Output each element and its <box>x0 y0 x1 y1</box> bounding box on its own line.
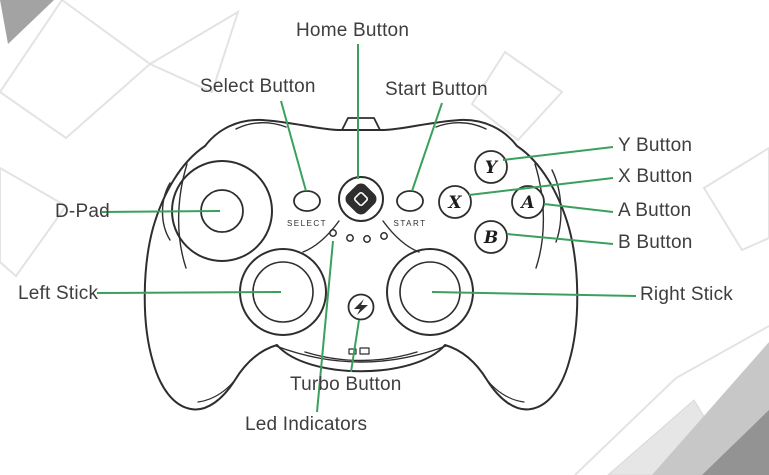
watermark-shard <box>574 325 769 475</box>
watermark-shard <box>470 50 564 142</box>
watermark-shard <box>702 146 769 252</box>
home-logo-diamond-icon <box>353 191 369 207</box>
y-button <box>474 150 508 184</box>
y-button-glyph: Y <box>485 158 499 178</box>
a-button-glyph: A <box>519 193 534 213</box>
label-dpad: D-Pad <box>55 201 110 222</box>
leader-lines <box>96 44 637 413</box>
leader-start <box>411 102 443 192</box>
bottom-port <box>348 348 357 355</box>
label-y-button: Y Button <box>618 135 693 156</box>
select-caption: SELECT <box>287 219 327 228</box>
leader-dpad <box>101 210 221 213</box>
leader-turbo <box>350 319 360 373</box>
x-button-glyph: X <box>447 193 462 213</box>
leader-a <box>543 203 614 213</box>
belly-seam-outer <box>275 345 447 363</box>
leader-led <box>316 240 334 413</box>
leader-y <box>502 146 614 161</box>
watermark-shard <box>147 9 240 94</box>
right-side-seam <box>534 163 545 269</box>
label-home-button: Home Button <box>296 20 410 41</box>
watermark-shard <box>0 166 68 278</box>
left-side-seam <box>177 163 188 269</box>
top-tab <box>341 117 381 131</box>
watermark-facet <box>0 0 54 44</box>
b-button <box>474 220 508 254</box>
leader-right-stick <box>431 291 637 297</box>
watermark-shard <box>0 0 152 140</box>
leader-b <box>506 233 614 245</box>
x-button <box>438 185 472 219</box>
label-left-stick: Left Stick <box>18 283 99 304</box>
label-right-stick: Right Stick <box>640 284 734 305</box>
home-logo-icon <box>345 183 377 215</box>
bottom-port <box>359 347 370 355</box>
label-a-button: A Button <box>618 200 692 221</box>
home-button <box>338 176 384 222</box>
left-grip-seam <box>197 375 239 403</box>
right-shoulder-seam <box>435 122 487 130</box>
label-start-button: Start Button <box>385 79 488 100</box>
leader-select <box>280 100 307 192</box>
label-b-button: B Button <box>618 232 693 253</box>
leader-left-stick <box>96 291 282 294</box>
led-dot <box>363 235 371 243</box>
led-dot <box>380 232 388 240</box>
b-button-glyph: B <box>483 228 498 248</box>
right-grip-seam <box>483 375 525 403</box>
select-button <box>293 190 321 212</box>
start-caption: START <box>394 219 427 228</box>
a-button <box>511 185 545 219</box>
watermark-facet <box>702 410 769 475</box>
led-dot <box>346 234 354 242</box>
controller-artwork: SELECT START Y X A B <box>143 117 579 411</box>
leader-x <box>468 177 614 196</box>
turbo-bolt-icon <box>354 299 368 315</box>
label-select-button: Select Button <box>200 76 316 97</box>
label-x-button: X Button <box>618 166 693 187</box>
start-button <box>396 190 424 212</box>
left-shoulder-seam <box>235 122 287 130</box>
belly-seam-inner <box>304 351 418 362</box>
center-seam-left <box>302 220 340 253</box>
controller-body <box>143 118 579 411</box>
label-turbo-button: Turbo Button <box>290 374 402 395</box>
label-led-indicators: Led Indicators <box>245 414 368 435</box>
